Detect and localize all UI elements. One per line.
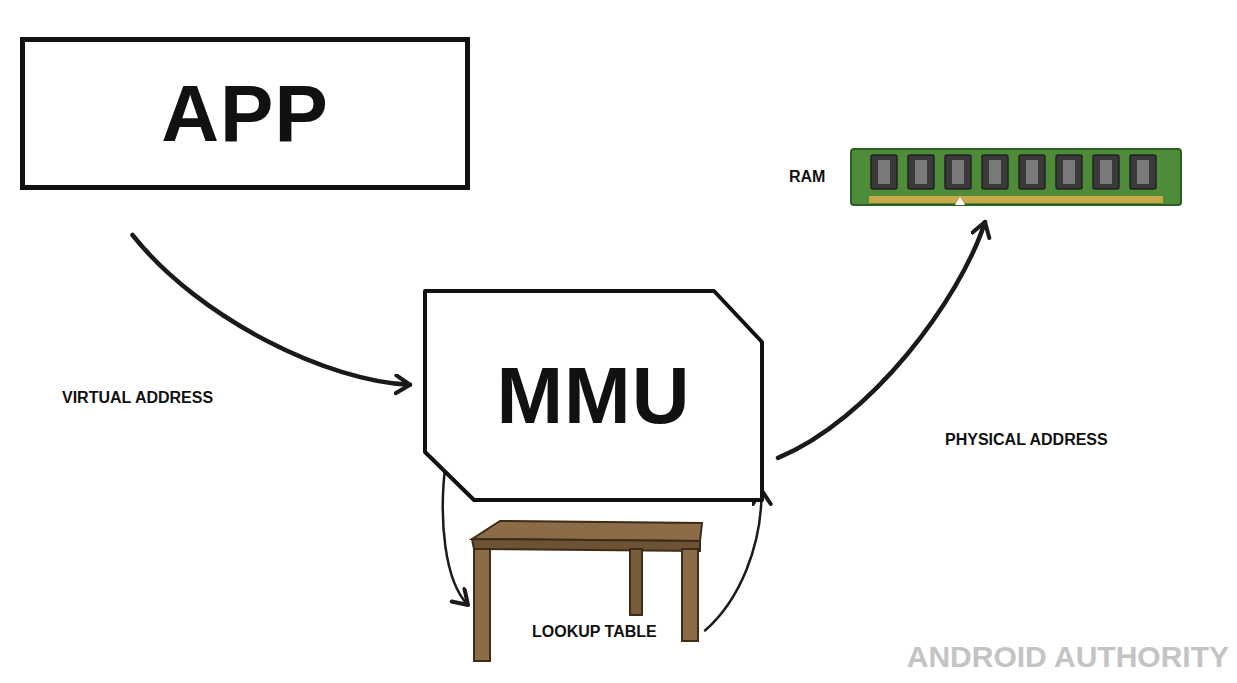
edge-label: VIRTUAL ADDRESS <box>60 389 215 407</box>
ram-module: RAM <box>785 145 1185 210</box>
box-title: MMU <box>496 350 690 442</box>
lookup-table: LOOKUP TABLE <box>460 515 710 665</box>
box-title: APP <box>161 68 329 160</box>
ram-stick <box>785 145 1185 210</box>
mmu-box: MMU <box>422 288 765 503</box>
arrow-connector <box>133 235 411 385</box>
part-name: LOOKUP TABLE <box>532 623 657 641</box>
app-box: APP <box>20 37 470 190</box>
watermark: ANDROID AUTHORITY <box>907 640 1229 674</box>
edge-label: PHYSICAL ADDRESS <box>943 431 1110 449</box>
arrow-connector <box>705 490 762 630</box>
arrow-connector <box>778 222 985 458</box>
table-illustration <box>460 515 710 665</box>
part-name: RAM <box>789 168 825 186</box>
